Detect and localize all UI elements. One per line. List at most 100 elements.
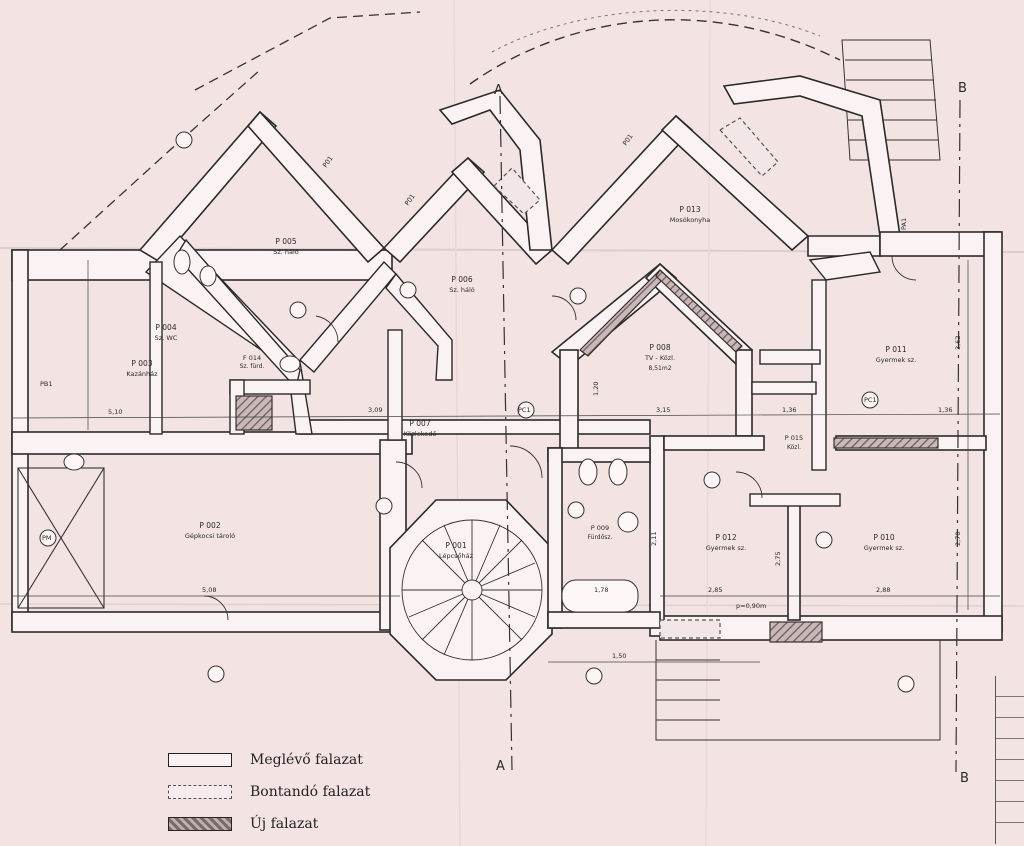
dimension-label: 2,85 [708, 586, 722, 594]
room-label-p015: P 015 Közl. [785, 434, 803, 451]
door-code-label: PB1 [40, 380, 53, 388]
room-label-p007: P 007 Közlekedő [404, 419, 437, 438]
svg-text:P 013: P 013 [679, 205, 700, 214]
svg-text:Gyermek sz.: Gyermek sz. [864, 544, 904, 552]
legend-swatch-existing [168, 753, 232, 767]
room-label-p003: P 003 Kazánház [126, 359, 158, 378]
room-label-p008: P 008 TV - Közl. 8,51m2 [644, 343, 675, 372]
eaves-line-top [194, 11, 421, 91]
title-block-row [996, 802, 1024, 823]
svg-text:Lépcsőház: Lépcsőház [439, 551, 474, 560]
svg-text:P 005: P 005 [275, 237, 296, 246]
dimension-label: 3,62 [954, 336, 962, 350]
dimension-label: 1,36 [938, 406, 952, 414]
svg-text:P 007: P 007 [409, 419, 430, 428]
door-code-label: PA1 [900, 218, 908, 230]
dimension-label: 3,09 [368, 406, 382, 414]
spiral-staircase [401, 519, 543, 661]
eaves-arc-dashed [469, 19, 841, 85]
door-code-bubbles [39, 131, 915, 693]
svg-text:P 001: P 001 [445, 541, 466, 550]
dimension-label: p=0,90m [736, 602, 766, 610]
svg-text:P 010: P 010 [873, 533, 894, 542]
svg-text:P 008: P 008 [649, 343, 670, 352]
svg-text:P 012: P 012 [715, 533, 736, 542]
svg-text:P 002: P 002 [199, 521, 220, 530]
paper-fold-line [705, 0, 711, 846]
title-block-edge [995, 676, 1024, 844]
dimension-label: 1,20 [592, 382, 600, 396]
room-label-p009: P 009 Fürdősz. [588, 524, 613, 541]
svg-text:P 006: P 006 [451, 275, 472, 284]
svg-text:Közlekedő: Közlekedő [404, 429, 437, 438]
dimension-label: 2,11 [650, 532, 658, 546]
title-block-row [996, 781, 1024, 802]
svg-text:P 004: P 004 [155, 323, 176, 332]
section-line-b [955, 99, 961, 773]
legend-swatch-new [168, 817, 232, 831]
room-label-p004: P 004 Sz. WC [155, 323, 178, 342]
legend-label: Bontandó falazat [250, 784, 371, 800]
door-code-label: PC1 [864, 396, 877, 404]
svg-text:Mosókonyha: Mosókonyha [670, 216, 711, 224]
legend-label: Új falazat [250, 816, 319, 832]
svg-text:Közl.: Közl. [787, 444, 801, 451]
garage-car-zone [17, 467, 105, 609]
room-label-p013: P 013 Mosókonyha [670, 205, 711, 224]
title-block-row [996, 697, 1024, 718]
dimension-label: 2,70 [954, 532, 962, 546]
door-swings [203, 255, 917, 621]
legend-item-existing: Meglévő falazat [168, 744, 370, 776]
svg-text:Sz. fürd.: Sz. fürd. [240, 363, 265, 370]
entrance-steps [655, 640, 941, 741]
dimension-label: 1,78 [594, 586, 608, 594]
svg-text:P 009: P 009 [591, 524, 609, 532]
door-code-label: PC1 [518, 406, 531, 414]
wall-demolish-dashed [493, 117, 779, 639]
room-label-p002: P 002 Gépkocsi tároló [185, 521, 235, 540]
section-mark-b-bottom: B [960, 771, 969, 786]
dimension-label: 5,08 [202, 586, 216, 594]
svg-text:Fürdősz.: Fürdősz. [588, 534, 613, 541]
dimension-label: 1,36 [782, 406, 796, 414]
room-label-p012: P 012 Gyermek sz. [706, 533, 746, 552]
title-block-row [996, 760, 1024, 781]
svg-text:P 003: P 003 [131, 359, 152, 368]
title-block-row [996, 676, 1024, 697]
svg-text:Gépkocsi tároló: Gépkocsi tároló [185, 532, 235, 540]
title-block-row [996, 739, 1024, 760]
room-label-p014: F 014 Sz. fürd. [240, 354, 265, 370]
dimension-label: 5,10 [108, 408, 122, 416]
svg-text:TV - Közl.: TV - Közl. [644, 354, 675, 362]
dimension-label: 3,15 [656, 406, 670, 414]
bathroom-fixtures [63, 249, 639, 613]
door-code-label: PM [42, 534, 52, 542]
svg-text:F 014: F 014 [243, 354, 261, 362]
room-label-p006: P 006 Sz. háló [449, 275, 475, 294]
svg-text:Gyermek sz.: Gyermek sz. [706, 544, 746, 552]
room-label-p010: P 010 Gyermek sz. [864, 533, 904, 552]
svg-text:P 015: P 015 [785, 434, 803, 442]
svg-text:Sz. háló: Sz. háló [273, 248, 299, 256]
room-label-p011: P 011 Gyermek sz. [876, 345, 916, 364]
title-block-row [996, 718, 1024, 739]
wall-partitions-right [749, 251, 882, 507]
svg-text:Sz. WC: Sz. WC [155, 334, 178, 342]
wall-legend: Meglévő falazat Bontandó falazat Új fala… [168, 744, 370, 840]
legend-label: Meglévő falazat [250, 752, 363, 768]
room-label-p005: P 005 Sz. háló [273, 237, 299, 256]
dimension-label: 2,88 [876, 586, 890, 594]
svg-text:8,51m2: 8,51m2 [648, 365, 671, 372]
wall-new-hatched [235, 269, 939, 643]
section-mark-a-bottom: A [496, 759, 505, 774]
svg-text:Sz. háló: Sz. háló [449, 286, 475, 294]
legend-item-new: Új falazat [168, 808, 370, 840]
svg-text:Gyermek sz.: Gyermek sz. [876, 356, 916, 364]
eaves-line-left [59, 69, 261, 251]
dimension-label: 2,75 [774, 552, 782, 566]
section-mark-b-top: B [958, 81, 967, 96]
section-mark-a-top: A [494, 83, 503, 98]
legend-item-demolish: Bontandó falazat [168, 776, 370, 808]
